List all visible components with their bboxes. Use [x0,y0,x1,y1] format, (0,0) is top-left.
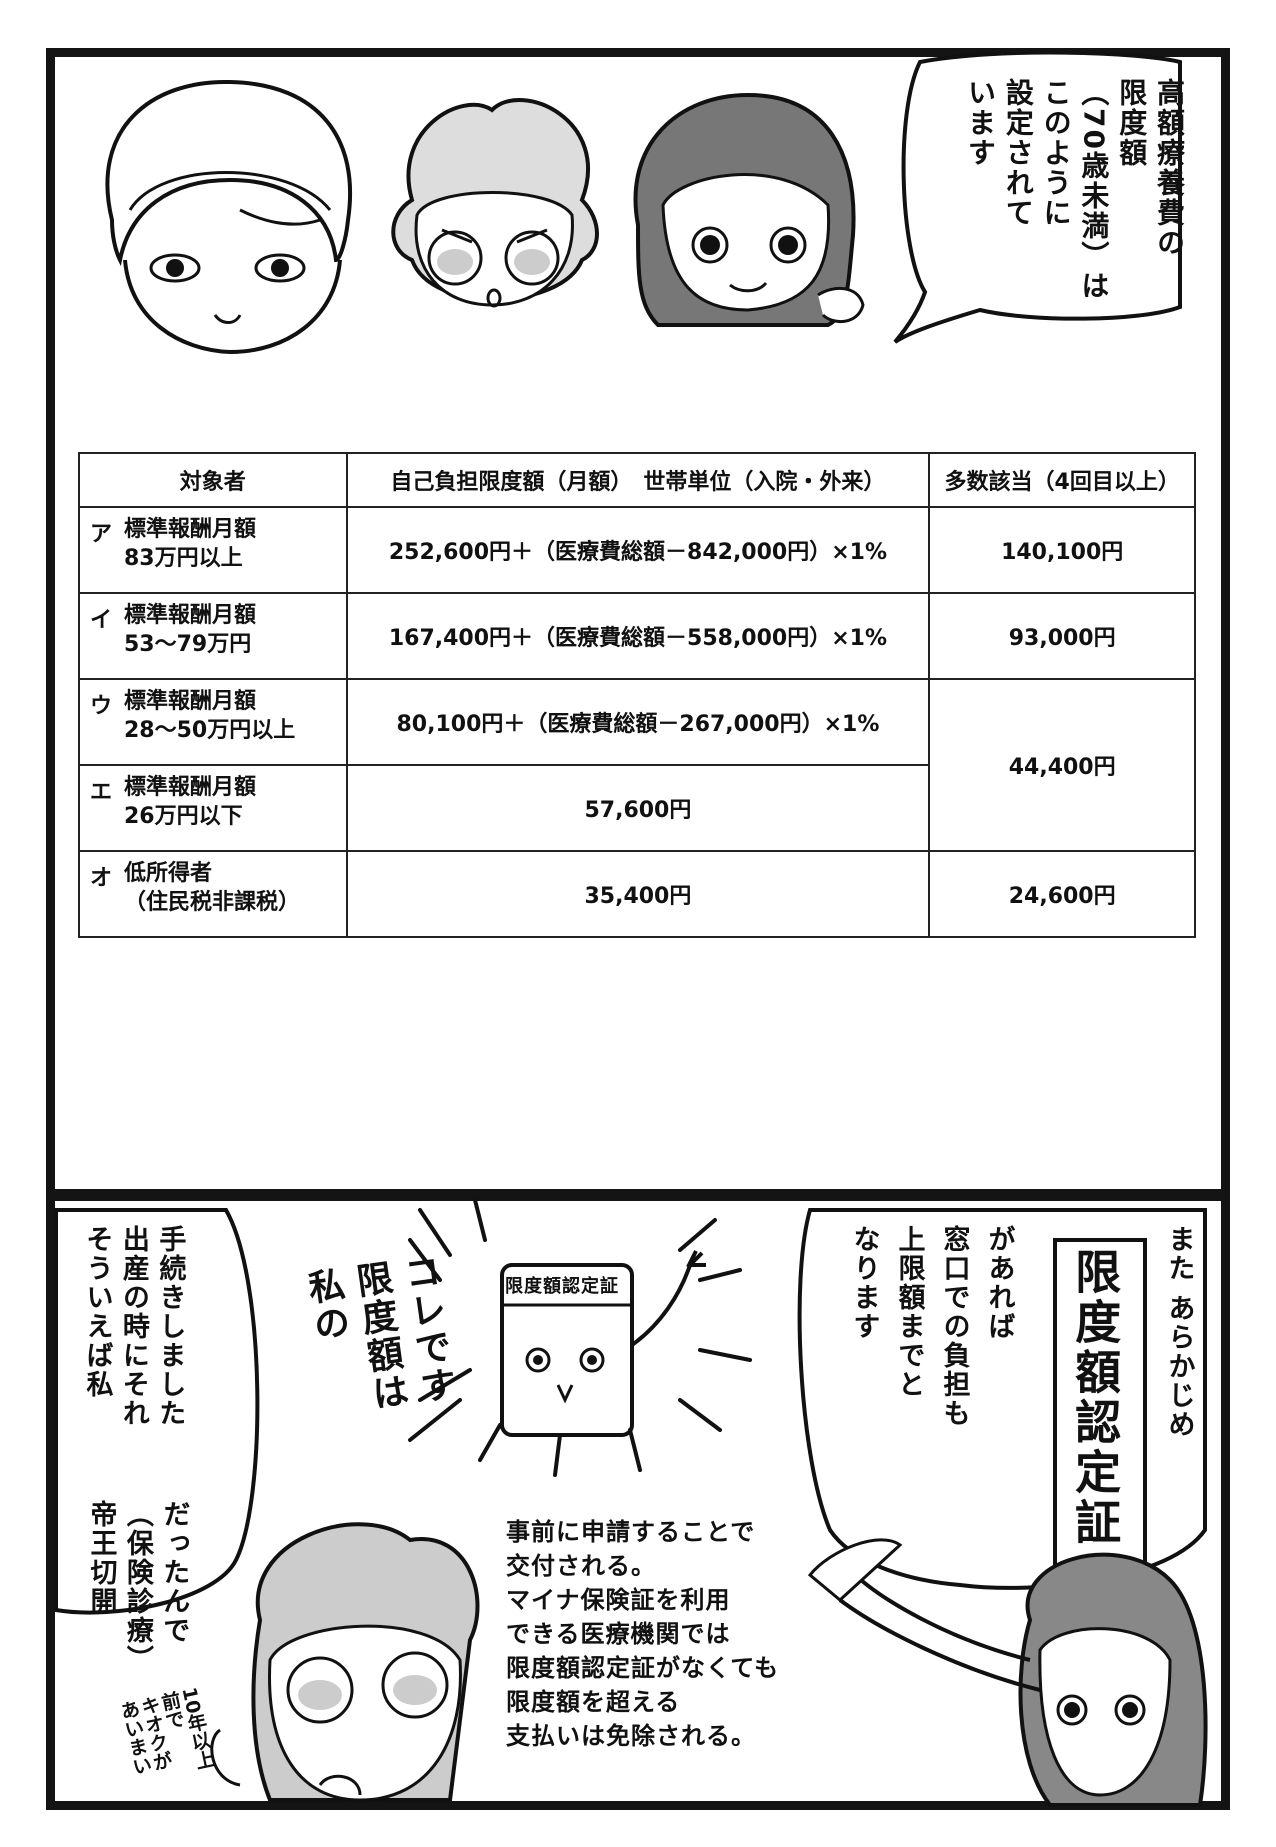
speech-text-right-3: 窓口での負担も [935,1225,971,1565]
limit-cell: 167,400円＋（医療費総額－558,000円）×1% [345,592,931,680]
speech-text-left: 手続きしました 出産の時にそれ そういえば私 [78,1225,187,1555]
speech-line: 帝王切開 [85,1500,117,1616]
table-row: ア標準報酬月額 83万円以上 252,600円＋（医療費総額－842,000円）×… [78,506,1196,594]
speech-line: （保険診療） [121,1500,153,1674]
speech-bubble-right [797,1208,1207,1590]
speech-line: だったんで [158,1500,190,1645]
target-line1: 標準報酬月額 [124,775,257,800]
target-line1: 標準報酬月額 [124,517,257,542]
target-line2: （住民税非課税） [124,889,301,915]
speech-line: 上限額までと [893,1225,925,1399]
speech-line: 手続きしました [154,1225,186,1428]
target-cell: オ低所得者 （住民税非課税） [78,850,348,938]
character-face-bottom-left [210,1522,480,1802]
limit-cell: 80,100円＋（医療費総額－267,000円）×1% [345,678,931,766]
target-line2: 53～79万円 [124,631,252,657]
target-cell: イ標準報酬月額 53～79万円 [78,592,348,680]
table-row: オ低所得者 （住民税非課税） 35,400円 24,600円 [78,850,1196,938]
speech-line: があれば [983,1225,1015,1341]
caption-line: 支払いは免除される。 [506,1722,756,1751]
speech-line: このように [1039,78,1073,228]
speech-text-right-5: また あらかじめ [1160,1225,1196,1565]
caption-line: 事前に申請することで [506,1518,756,1546]
speech-line: （70歳未満）は [1077,78,1111,301]
multiple-cell: 24,600円 [928,850,1196,938]
header-target: 対象者 [78,452,348,508]
limit-cell: 57,600円 [345,764,931,852]
speech-line: 出産の時にそれ [117,1225,149,1428]
target-line2: 28～50万円以上 [124,717,296,743]
highlight-text: 限度額認定証 [1064,1248,1126,1568]
target-cell: ア標準報酬月額 83万円以上 [78,506,348,594]
limit-cell: 35,400円 [345,850,931,938]
target-line2: 83万円以上 [124,545,243,571]
table-row: イ標準報酬月額 53～79万円 167,400円＋（医療費総額－558,000円）… [78,592,1196,680]
speech-text-left-2: だったんで （保険診療） 帝王切開 [82,1500,191,1730]
speech-line: 限度額 [1115,78,1149,168]
header-multiple: 多数該当（4回目以上） [928,452,1196,508]
multiple-cell: 93,000円 [928,592,1196,680]
character-face-left [105,79,353,355]
speech-line: 設定されて [1001,78,1035,228]
target-line1: 標準報酬月額 [124,603,257,628]
caption-line: マイナ保険証を利用 [506,1586,731,1615]
speech-text-top: 高額療養費の 限度額 （70歳未満）は このように 設定されて います [961,78,1188,318]
multiple-cell: 140,100円 [928,506,1196,594]
target-cell: エ標準報酬月額 26万円以下 [78,764,348,852]
limit-table: 対象者 自己負担限度額（月額） 世帯単位（入院・外来） 多数該当（4回目以上） … [78,452,1196,938]
speech-bubble-top [893,50,1182,344]
character-face-right [633,92,865,327]
target-cell: ウ標準報酬月額 28～50万円以上 [78,678,348,766]
speech-line: そういえば私 [81,1225,113,1399]
row-letter: ウ [90,694,113,719]
table-row: エ標準報酬月額 26万円以下 57,600円 [78,764,1195,852]
character-face-bottom-right [807,1538,1208,1807]
target-line1: 低所得者 [124,861,213,886]
speech-line: なります [848,1225,880,1341]
limit-cell: 252,600円＋（医療費総額－842,000円）×1% [345,506,931,594]
row-letter: オ [90,866,113,891]
row-letter: イ [90,608,113,633]
speech-line: います [964,78,998,168]
caption-text: 事前に申請することで 交付される。 マイナ保険証を利用 できる医療機関では 限度… [506,1515,779,1754]
caption-line: 限度額を超える [506,1688,681,1717]
speech-line: 窓口での負担も [938,1225,970,1428]
multiple-cell: 44,400円 [928,678,1196,852]
speech-line: また あらかじめ [1163,1225,1195,1440]
speech-text-right-4: があれば [980,1225,1016,1565]
row-letter: エ [90,780,113,805]
character-face-middle [391,98,599,308]
emphasis-lines [408,1198,752,1477]
speech-line: 私の [300,1264,353,1347]
certificate-card-character [500,1250,706,1437]
table-header-row: 対象者 自己負担限度額（月額） 世帯単位（入院・外来） 多数該当（4回目以上） [78,452,1196,508]
header-limit: 自己負担限度額（月額） 世帯単位（入院・外来） [345,452,931,508]
row-letter: ア [90,522,113,547]
caption-line: できる医療機関では [506,1620,731,1649]
speech-text-right-2: 上限額までと [890,1225,926,1565]
target-line1: 標準報酬月額 [124,689,257,714]
speech-bubble-left [54,1208,260,1615]
card-label: 限度額認定証 [505,1276,619,1297]
caption-line: 交付される。 [506,1552,656,1581]
caption-line: 限度額認定証がなくても [506,1654,780,1683]
speech-line: 高額療養費の [1153,78,1186,258]
target-line2: 26万円以下 [124,803,243,829]
speech-text-right: なります [845,1225,881,1565]
highlight-term: 限度額認定証 [1068,1248,1123,1548]
